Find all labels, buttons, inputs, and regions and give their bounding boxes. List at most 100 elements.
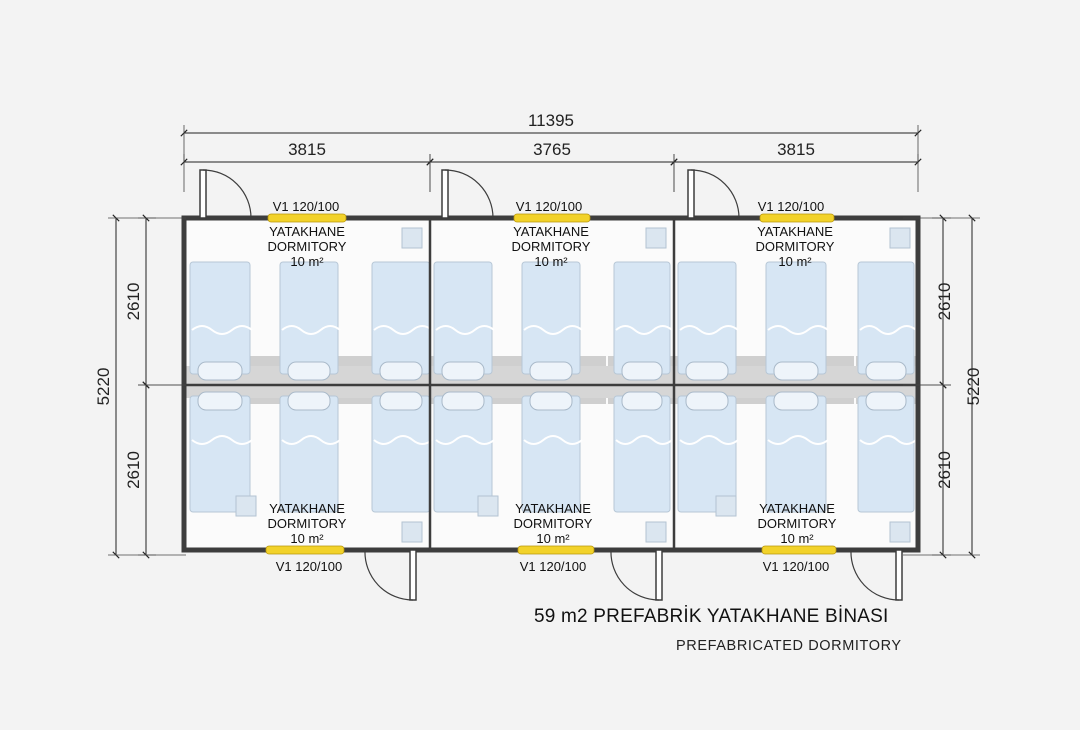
dimension-vertical: 5220 xyxy=(932,214,983,559)
room-area: 10 m² xyxy=(290,254,324,269)
window-label: V1 120/100 xyxy=(516,199,583,214)
door-leaf xyxy=(895,549,903,601)
blanket-fold xyxy=(859,325,917,335)
dimension-value: 3815 xyxy=(777,140,815,159)
bed-bottom xyxy=(521,391,583,513)
bed-frame xyxy=(521,395,581,513)
bed-frame xyxy=(677,261,737,375)
bed-bottom xyxy=(433,391,495,513)
dimension-value: 2610 xyxy=(124,283,143,321)
pillow xyxy=(529,361,573,381)
blanket-fold xyxy=(767,325,829,335)
cabinet xyxy=(715,495,737,517)
blanket-fold xyxy=(373,325,433,335)
door-top xyxy=(687,169,740,219)
room-area: 10 m² xyxy=(290,531,324,546)
door-leaf xyxy=(655,549,663,601)
bed-frame xyxy=(521,261,581,375)
dimension-value: 3815 xyxy=(288,140,326,159)
room-name-en: DORMITORY xyxy=(756,239,835,254)
room-name-en: DORMITORY xyxy=(514,516,593,531)
blanket-fold xyxy=(191,325,253,335)
cabinet xyxy=(477,495,499,517)
bed-bottom xyxy=(857,391,917,513)
room-name-en: DORMITORY xyxy=(758,516,837,531)
dimension-vertical: 5220 xyxy=(94,214,156,559)
pillow xyxy=(287,391,331,411)
dimension-value: 5220 xyxy=(94,368,113,406)
blanket-fold xyxy=(191,435,253,445)
cabinet xyxy=(889,227,911,249)
plan-title: 59 m2 PREFABRİK YATAKHANE BİNASI xyxy=(534,606,889,627)
bed-top xyxy=(765,261,829,381)
pillow xyxy=(197,391,243,411)
room-name-tr: YATAKHANE xyxy=(759,501,835,516)
pillow xyxy=(865,361,907,381)
room-area: 10 m² xyxy=(778,254,812,269)
blanket-fold xyxy=(767,435,829,445)
door-swing xyxy=(364,549,414,601)
window xyxy=(267,213,347,223)
pillow xyxy=(441,361,485,381)
door-leaf xyxy=(409,549,417,601)
door-leaf xyxy=(441,169,449,219)
dimension-vertical: 2610 xyxy=(903,381,954,559)
blanket-fold xyxy=(679,325,739,335)
pillow xyxy=(685,361,729,381)
room-name-en: DORMITORY xyxy=(268,239,347,254)
door-swing xyxy=(202,169,252,219)
blanket-fold xyxy=(435,325,495,335)
dimension-horizontal: 3815 xyxy=(670,140,922,192)
bed-frame xyxy=(189,395,251,513)
bed-top xyxy=(857,261,917,381)
dimension-value: 2610 xyxy=(935,283,954,321)
dimension-value: 3765 xyxy=(533,140,571,159)
door-bottom xyxy=(850,549,903,601)
blanket-fold xyxy=(679,435,739,445)
door-bottom xyxy=(610,549,663,601)
door-swing xyxy=(610,549,660,601)
blanket-fold xyxy=(523,435,583,445)
dimension-vertical: 2610 xyxy=(124,381,186,559)
bed-top xyxy=(613,261,673,381)
bed-top xyxy=(189,261,253,381)
bed-bottom xyxy=(765,391,829,513)
room-name-tr: YATAKHANE xyxy=(269,224,345,239)
room-area: 10 m² xyxy=(536,531,570,546)
window-label: V1 120/100 xyxy=(276,559,343,574)
window xyxy=(517,545,595,555)
pillow xyxy=(621,361,663,381)
window-label: V1 120/100 xyxy=(520,559,587,574)
pillow xyxy=(773,361,819,381)
blanket-fold xyxy=(859,435,917,445)
window xyxy=(759,213,835,223)
bed-bottom xyxy=(677,391,739,513)
bed-frame xyxy=(857,261,915,375)
pillow xyxy=(621,391,663,411)
walls-layer xyxy=(181,169,921,601)
bed-frame xyxy=(433,261,493,375)
pillow xyxy=(865,391,907,411)
blanket-fold xyxy=(281,435,341,445)
bed-frame xyxy=(189,261,251,375)
bed-top xyxy=(371,261,433,381)
window-label: V1 120/100 xyxy=(763,559,830,574)
dimension-value: 5220 xyxy=(964,368,983,406)
pillow xyxy=(379,391,423,411)
room-name-tr: YATAKHANE xyxy=(269,501,345,516)
door-swing xyxy=(690,169,740,219)
bed-frame xyxy=(613,261,671,375)
cabinet xyxy=(645,521,667,543)
bed-frame xyxy=(765,261,827,375)
bed-top xyxy=(521,261,583,381)
bed-frame xyxy=(433,395,493,513)
cabinet xyxy=(645,227,667,249)
bed-frame xyxy=(765,395,827,513)
pillow xyxy=(379,361,423,381)
door-swing xyxy=(444,169,494,219)
bed-frame xyxy=(613,395,671,513)
dimension-horizontal: 11395 xyxy=(180,111,922,163)
window-label: V1 120/100 xyxy=(758,199,825,214)
